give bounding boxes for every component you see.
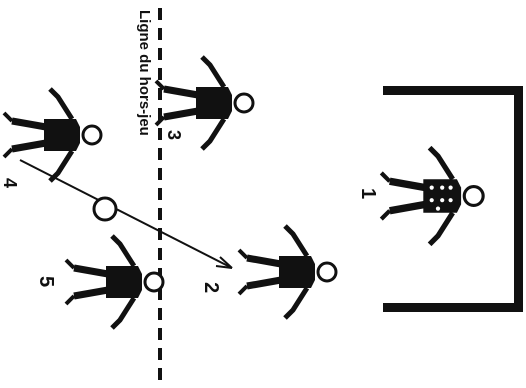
player-2-number: 2	[200, 282, 222, 293]
player-5-number: 5	[35, 276, 57, 287]
player-4	[4, 89, 101, 181]
player-1-goalkeeper	[381, 148, 483, 245]
ball	[92, 196, 118, 222]
player-1-number: 1	[357, 188, 379, 199]
player-5	[66, 236, 163, 328]
player-3-number: 3	[164, 130, 184, 140]
offside-line-label: Ligne du hors-jeu	[136, 10, 153, 136]
player-2	[239, 226, 336, 318]
goal-frame	[383, 86, 523, 312]
pass-arrow-icon	[215, 256, 233, 269]
player-4-number: 4	[0, 178, 20, 188]
